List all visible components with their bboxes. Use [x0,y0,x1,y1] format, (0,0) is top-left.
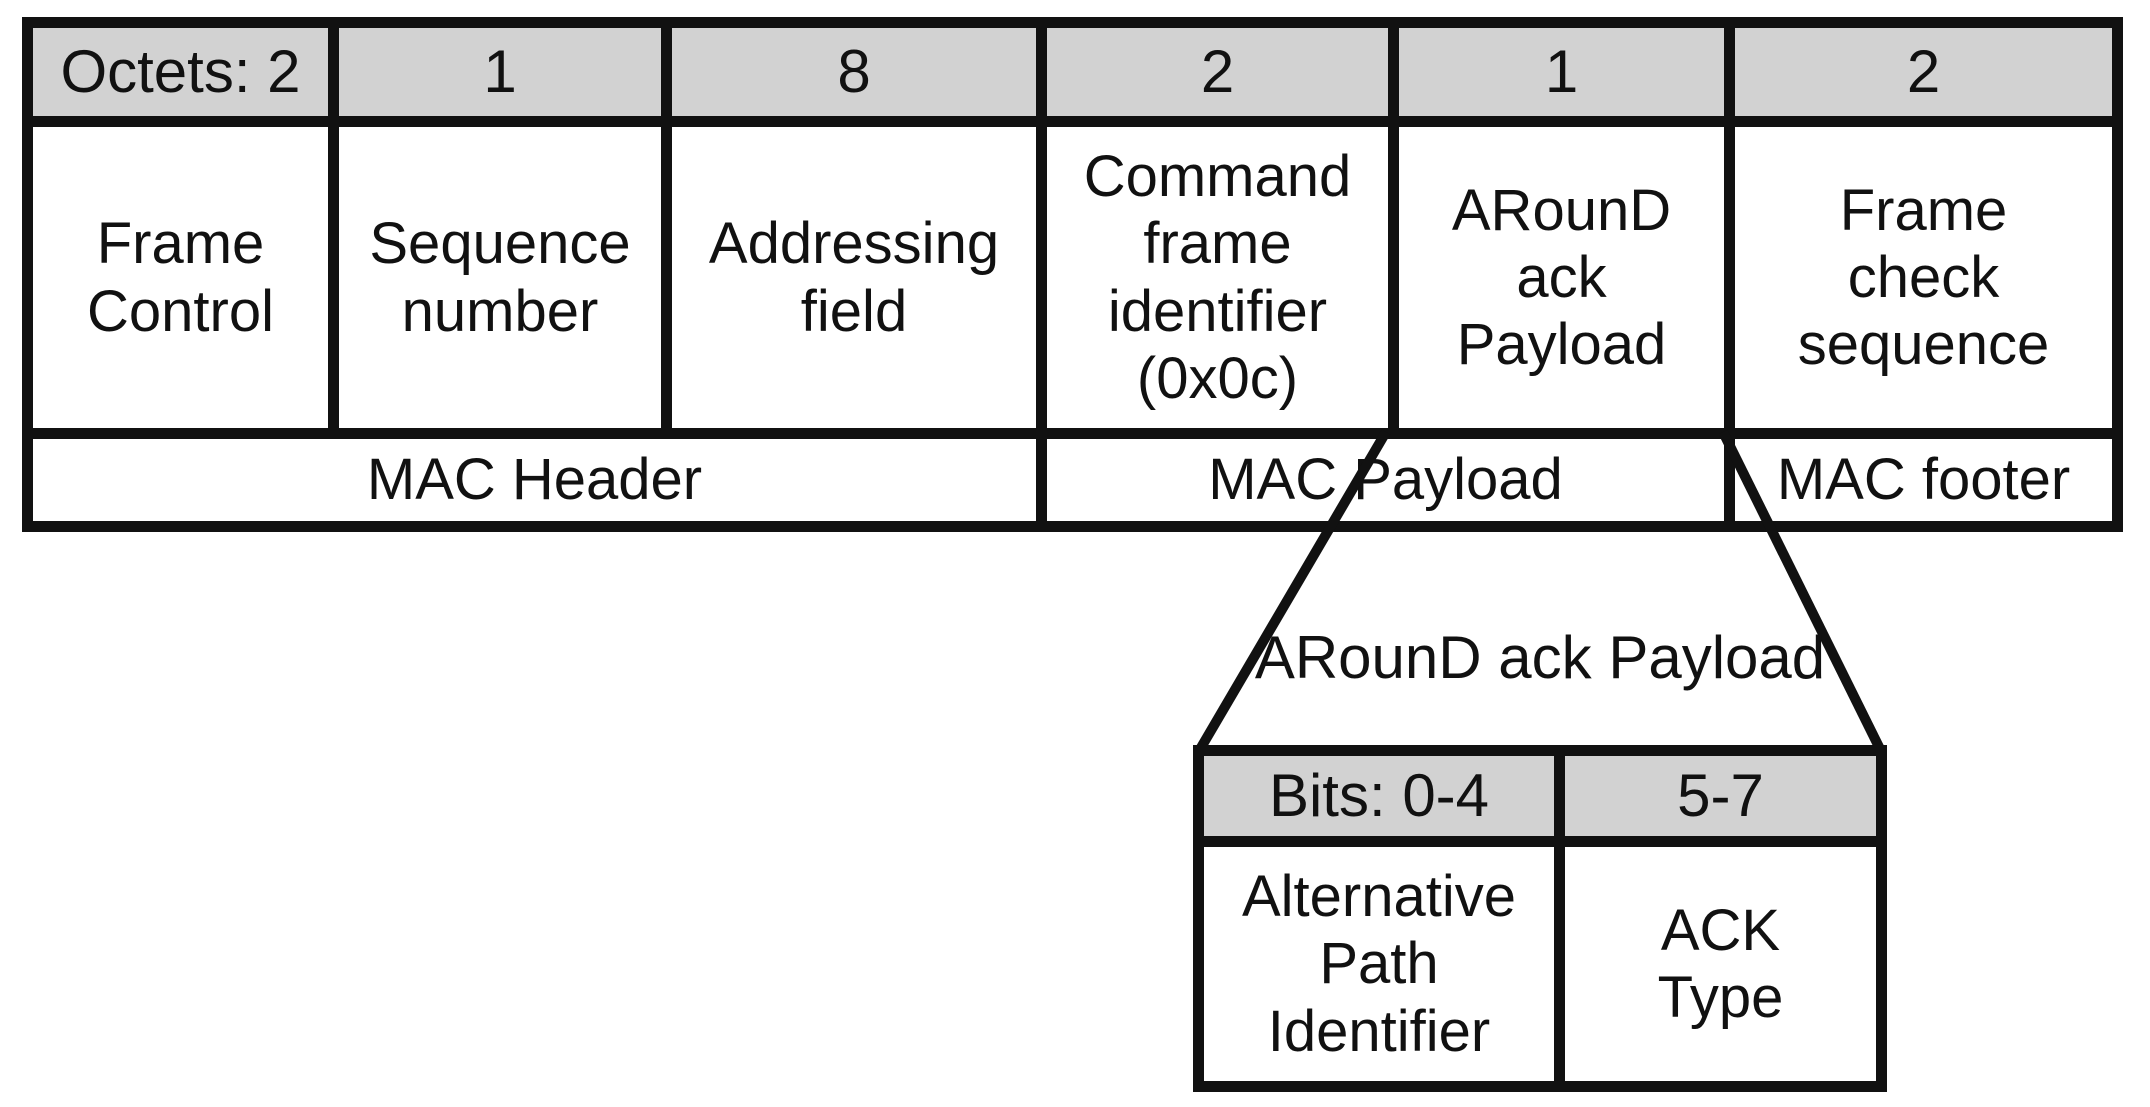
section-label: MAC Payload [1208,447,1563,513]
octets-header-cell-sequence-number: 1 [339,28,661,116]
octets-header-cell-frame-check-sequence: 2 [1735,28,2112,116]
field-label: ACK Type [1657,897,1784,1030]
field-label: Frame Control [87,211,274,344]
field-cell-around-ack-payload: ARounD ack Payload [1399,127,1724,428]
octets-header-cell-command-frame-identifier: 2 [1047,28,1388,116]
field-cell-addressing-field: Addressing field [672,127,1036,428]
field-label: ARounD ack Payload [1451,177,1672,378]
field-cell-sequence-number: Sequence number [339,127,661,428]
octets-value: 1 [1544,38,1579,106]
field-label: Sequence number [369,211,631,344]
octets-value: 2 [1200,38,1235,106]
section-label: MAC Header [366,447,703,513]
octets-label: Octets: 2 [60,38,301,106]
section-cell-mac-footer: MAC footer [1735,439,2112,521]
field-label: Command frame identifier (0x0c) [1083,143,1352,411]
field-cell-command-frame-identifier: Command frame identifier (0x0c) [1047,127,1388,428]
field-label: Addressing field [708,211,1000,344]
field-label: Alternative Path Identifier [1241,864,1517,1064]
octets-value: 1 [483,38,517,106]
field-label: Frame check sequence [1797,177,2050,378]
octets-header-cell-frame-control: Octets: 2 [33,28,328,116]
section-cell-mac-payload: MAC Payload [1047,439,1724,521]
bits-value: 5-7 [1677,762,1764,830]
field-cell-alternative-path-identifier: Alternative Path Identifier [1204,847,1554,1081]
section-label: MAC footer [1776,447,2071,513]
octets-header-cell-around-ack-payload: 1 [1399,28,1724,116]
section-cell-mac-header: MAC Header [33,439,1036,521]
mac-frame-table: Octets: 2 1 8 2 1 2 Frame Control Sequen… [22,17,2123,532]
bits-header-cell-alternative-path-identifier: Bits: 0-4 [1204,756,1554,836]
bits-label: Bits: 0-4 [1268,762,1490,830]
field-cell-frame-control: Frame Control [33,127,328,428]
around-ack-payload-table: Bits: 0-4 5-7 Alternative Path Identifie… [1193,745,1887,1092]
bits-header-cell-ack-type: 5-7 [1565,756,1876,836]
octets-header-cell-addressing-field: 8 [672,28,1036,116]
octets-value: 8 [837,38,871,106]
field-cell-ack-type: ACK Type [1565,847,1876,1081]
field-cell-frame-check-sequence: Frame check sequence [1735,127,2112,428]
octets-value: 2 [1906,38,1941,106]
callout-label: ARounD ack Payload [1240,575,1840,740]
callout-label-text: ARounD ack Payload [1254,624,1826,691]
